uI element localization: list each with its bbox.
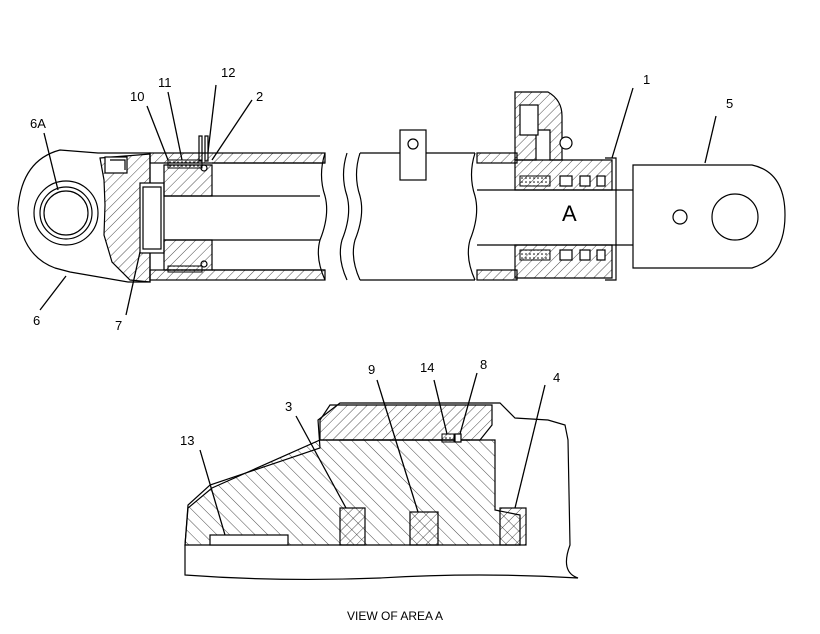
rod-eye-head-end: [17, 149, 151, 283]
callout-12: 12: [221, 65, 235, 80]
piston-rod: A: [477, 189, 633, 246]
callout-8: 8: [480, 357, 487, 372]
detail-view-area-a: [184, 402, 579, 581]
callout-14: 14: [420, 360, 434, 375]
callouts-detail: 13 3 9 14 8 4: [180, 357, 560, 448]
callout-2: 2: [256, 89, 263, 104]
callout-4: 4: [553, 370, 560, 385]
callout-6a: 6A: [30, 116, 46, 131]
callout-11: 11: [158, 75, 172, 90]
callout-9: 9: [368, 362, 375, 377]
callout-6: 6: [33, 313, 40, 328]
callout-3: 3: [285, 399, 292, 414]
tube-middle: [360, 129, 478, 281]
callout-1: 1: [643, 72, 650, 87]
callout-7: 7: [115, 318, 122, 333]
callout-10: 10: [130, 89, 144, 104]
cylinder-assembly: A: [17, 91, 786, 283]
callout-13: 13: [180, 433, 194, 448]
rod-eye-rod-end: [632, 164, 786, 269]
rod-end-head: [476, 91, 617, 281]
leader-lines-main: [39, 84, 717, 316]
detail-caption: VIEW OF AREA A: [347, 609, 443, 623]
leader-lines-detail: [199, 372, 546, 536]
callouts-main: 6A 6 7 10 11 12 2 1 5: [30, 65, 733, 333]
area-a-label: A: [562, 201, 577, 226]
callout-5: 5: [726, 96, 733, 111]
tube-left: [149, 152, 363, 281]
